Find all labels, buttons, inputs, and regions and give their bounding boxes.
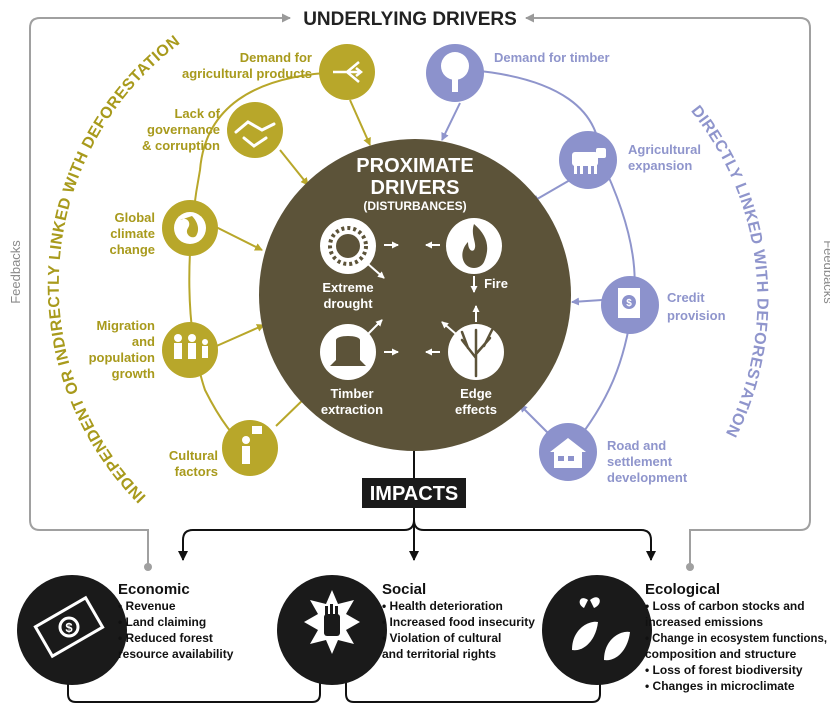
driver-cultural-factors: Cultural factors — [169, 420, 278, 479]
direct-driver-arrows — [441, 102, 603, 441]
credit-label-line1: Credit — [667, 290, 705, 305]
impact-social: Social • Health deterioration • Increase… — [277, 575, 535, 685]
impact-ecological: Ecological • Loss of carbon stocks and i… — [542, 575, 827, 693]
fire-label: Fire — [484, 276, 508, 291]
proximate-subtitle: (DISTURBANCES) — [363, 199, 466, 213]
governance-label-line3: & corruption — [142, 138, 220, 153]
climate-label-line2: climate — [110, 226, 155, 241]
money-icon: $ — [33, 595, 105, 659]
proximate-item-fire: Fire — [446, 218, 508, 293]
driver-agricultural-products: Demand for agricultural products — [182, 44, 375, 100]
sun-drought-icon — [328, 226, 368, 266]
cultural-label-line1: Cultural — [169, 448, 218, 463]
feedback-loop-right — [525, 13, 811, 571]
proximate-inner-arrows — [384, 241, 440, 356]
ecological-item-4: composition and structure — [645, 647, 797, 661]
svg-text:$: $ — [65, 620, 73, 635]
agri-products-label-line1: Demand for — [240, 50, 312, 65]
proximate-item-timber-extraction: Timber extraction — [320, 319, 383, 417]
social-item-4: and territorial rights — [382, 647, 496, 661]
economic-item-3: • Reduced forest — [118, 631, 213, 645]
credit-label-line2: provision — [667, 308, 726, 323]
proximate-title-line2: DRIVERS — [371, 177, 460, 199]
ag-expansion-label-line1: Agricultural — [628, 142, 701, 157]
climate-label-line1: Global — [115, 210, 155, 225]
driver-demand-timber: Demand for timber — [426, 44, 610, 102]
ecological-item-2: increased emissions — [645, 615, 763, 629]
driver-migration: Migration and population growth — [89, 318, 218, 381]
ecological-item-6: • Changes in microclimate — [645, 679, 795, 693]
bare-tree-icon — [460, 328, 494, 378]
impacts-box — [362, 478, 466, 508]
road-label-line2: settlement — [607, 454, 673, 469]
impacts-connectors — [178, 508, 656, 561]
social-title: Social — [382, 581, 426, 598]
globe-icon — [174, 212, 206, 244]
proximate-title-line1: PROXIMATE — [356, 155, 473, 177]
road-label-line1: Road and — [607, 438, 666, 453]
ecological-item-1: • Loss of carbon stocks and — [645, 599, 805, 613]
social-item-3: • Violation of cultural — [382, 631, 501, 645]
driver-credit-provision: $ Credit provision — [601, 276, 726, 334]
driver-governance: Lack of governance & corruption — [142, 102, 283, 158]
social-item-1: • Health deterioration — [382, 599, 503, 613]
ecological-item-5: • Loss of forest biodiversity — [645, 663, 803, 677]
raised-hand-icon — [304, 590, 360, 654]
tree-stump-icon — [330, 336, 366, 366]
underlying-drivers-title: UNDERLYING DRIVERS — [303, 9, 517, 30]
house-icon — [550, 438, 586, 468]
driver-road-settlement: Road and settlement development — [539, 423, 688, 485]
direct-drivers-arc — [469, 69, 636, 448]
social-item-2: • Increased food insecurity — [382, 615, 535, 629]
feedback-loop-left — [29, 13, 291, 571]
ag-expansion-label-line2: expansion — [628, 158, 692, 173]
economic-title: Economic — [118, 581, 190, 598]
people-icon — [174, 334, 208, 359]
impact-economic: $ Economic • Revenue • Land claiming • R… — [17, 575, 234, 685]
arrows-icon — [333, 61, 364, 83]
impacts-bottom-loop — [67, 671, 601, 703]
migration-label-line4: growth — [112, 366, 155, 381]
drought-label-line2: drought — [323, 296, 373, 311]
edge-label-line1: Edge — [460, 386, 492, 401]
economic-item-1: • Revenue — [118, 599, 176, 613]
governance-label-line1: Lack of — [174, 106, 220, 121]
governance-label-line2: governance — [147, 122, 220, 137]
feedbacks-label-right: Feedbacks — [821, 240, 830, 304]
driver-climate-change: Global climate change — [109, 200, 218, 257]
cow-icon — [572, 148, 606, 174]
proximate-item-drought: Extreme drought — [320, 218, 385, 311]
handshake-icon — [234, 120, 276, 148]
migration-label-line3: population — [89, 350, 155, 365]
driver-agricultural-expansion: Agricultural expansion — [559, 131, 701, 189]
economic-item-4: resource availability — [118, 647, 234, 661]
migration-label-line1: Migration — [97, 318, 156, 333]
cultural-label-line2: factors — [175, 464, 218, 479]
drought-label-line1: Extreme — [322, 280, 373, 295]
impacts-label: IMPACTS — [370, 483, 459, 505]
climate-label-line3: change — [109, 242, 155, 257]
timber-label-line2: extraction — [321, 402, 383, 417]
feedbacks-label-left: Feedbacks — [8, 240, 23, 304]
svg-text:$: $ — [626, 298, 632, 309]
ecological-item-3: • Change in ecosystem functions, — [645, 631, 827, 645]
migration-label-line2: and — [132, 334, 155, 349]
timber-demand-label: Demand for timber — [494, 50, 610, 65]
credit-document-icon: $ — [618, 288, 640, 318]
proximate-item-edge-effects: Edge effects — [441, 305, 504, 417]
timber-label-line1: Timber — [330, 386, 373, 401]
indirect-linked-label: INDEPENDENT OR INDIRECTLY LINKED WITH DE… — [46, 33, 184, 506]
fire-icon — [462, 224, 488, 268]
edge-label-line2: effects — [455, 402, 497, 417]
road-label-line3: development — [607, 470, 688, 485]
ecological-title: Ecological — [645, 581, 720, 598]
person-speech-icon — [242, 426, 262, 464]
economic-item-2: • Land claiming — [118, 615, 206, 629]
tree-icon — [441, 52, 469, 92]
agri-products-label-line2: agricultural products — [182, 66, 312, 81]
butterfly-leaf-icon — [572, 597, 630, 661]
